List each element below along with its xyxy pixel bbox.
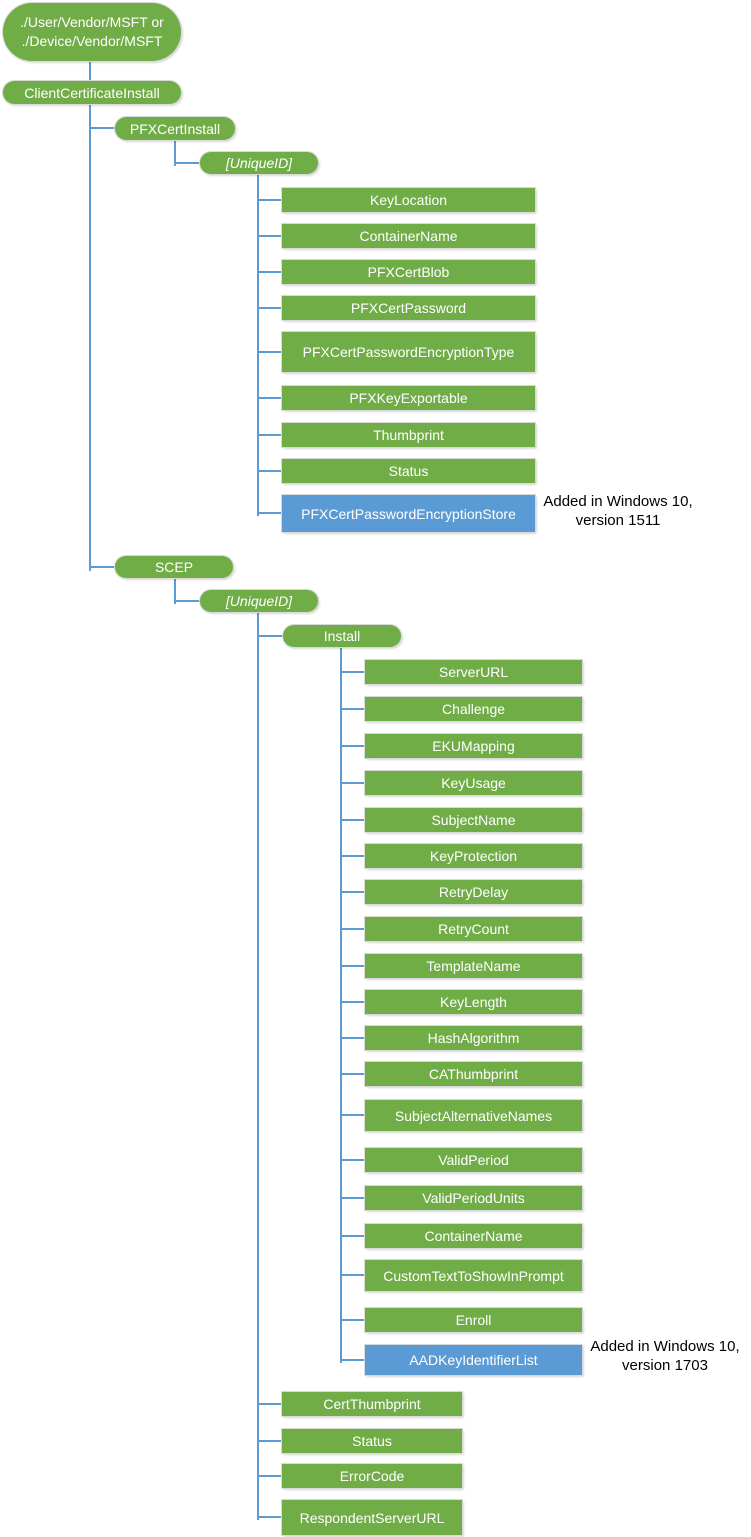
connector-line: [341, 1114, 365, 1116]
connector-line: [341, 782, 365, 784]
connector-line: [341, 671, 365, 673]
connector-line: [341, 965, 365, 967]
node-customtexttoshowinprompt: CustomTextToShowInPrompt: [365, 1260, 582, 1291]
node-keyprotection: KeyProtection: [365, 844, 582, 868]
annotation-windows10-1511: Added in Windows 10, version 1511: [532, 492, 704, 530]
node-label-line: ./User/Vendor/MSFT or: [20, 14, 164, 30]
node-pfxcertblob: PFXCertBlob: [282, 260, 535, 284]
node-subjectalternativenames: SubjectAlternativeNames: [365, 1100, 582, 1131]
node-ekumapping: EKUMapping: [365, 734, 582, 758]
connector-line: [90, 566, 115, 568]
node-retrycount: RetryCount: [365, 917, 582, 941]
connector-line: [341, 891, 365, 893]
node-pfxcertpasswordencryptionstore: PFXCertPasswordEncryptionStore: [282, 495, 535, 532]
connector-line: [89, 61, 91, 83]
connector-line: [258, 307, 282, 309]
node-scep: SCEP: [115, 556, 233, 578]
connector-line: [258, 1475, 282, 1477]
connector-line: [340, 647, 342, 1363]
annotation-line: Added in Windows 10,: [543, 493, 693, 510]
connector-line: [341, 928, 365, 930]
connector-line: [90, 127, 115, 129]
node-pfxcertinstall: PFXCertInstall: [115, 117, 235, 140]
connector-line: [258, 512, 282, 514]
node-aadkeyidentifierlist: AADKeyIdentifierList: [365, 1345, 582, 1375]
node-containername-2: ContainerName: [365, 1224, 582, 1248]
connector-line: [175, 162, 200, 164]
connector-line: [89, 104, 91, 571]
node-retrydelay: RetryDelay: [365, 880, 582, 904]
connector-line: [174, 140, 176, 166]
node-thumbprint: Thumbprint: [282, 423, 535, 447]
connector-line: [341, 1073, 365, 1075]
connector-line: [258, 235, 282, 237]
connector-line: [341, 1235, 365, 1237]
node-serverurl: ServerURL: [365, 660, 582, 684]
connector-line: [341, 1197, 365, 1199]
connector-line: [341, 708, 365, 710]
connector-line: [341, 1037, 365, 1039]
connector-line: [257, 612, 259, 1520]
node-respondentserverurl: RespondentServerURL: [282, 1500, 462, 1535]
node-install: Install: [283, 625, 401, 647]
connector-line: [258, 199, 282, 201]
node-keylocation: KeyLocation: [282, 188, 535, 212]
node-hashalgorithm: HashAlgorithm: [365, 1026, 582, 1050]
node-status-1: Status: [282, 459, 535, 483]
connector-line: [258, 1403, 282, 1405]
connector-line: [257, 174, 259, 516]
node-uniqueid-2: [UniqueID]: [200, 590, 318, 612]
node-label-line: ./Device/Vendor/MSFT: [21, 33, 163, 49]
connector-line: [341, 1274, 365, 1276]
node-pfxkeyexportable: PFXKeyExportable: [282, 386, 535, 410]
connector-line: [341, 1359, 365, 1361]
node-keyusage: KeyUsage: [365, 771, 582, 795]
connector-line: [175, 600, 200, 602]
connector-line: [258, 470, 282, 472]
node-cathumbprint: CAThumbprint: [365, 1062, 582, 1086]
annotation-line: version 1703: [622, 1357, 708, 1374]
connector-line: [341, 819, 365, 821]
node-clientcertificateinstall: ClientCertificateInstall: [3, 81, 181, 104]
annotation-windows10-1703: Added in Windows 10, version 1703: [578, 1337, 751, 1375]
connector-line: [341, 1001, 365, 1003]
connector-line: [258, 1516, 282, 1518]
node-uniqueid-1: [UniqueID]: [200, 152, 318, 174]
connector-line: [341, 855, 365, 857]
node-validperiod: ValidPeriod: [365, 1148, 582, 1172]
node-validperiodunits: ValidPeriodUnits: [365, 1186, 582, 1210]
annotation-line: version 1511: [575, 512, 661, 529]
connector-line: [258, 635, 283, 637]
connector-line: [258, 1440, 282, 1442]
node-enroll: Enroll: [365, 1308, 582, 1332]
node-root-path: ./User/Vendor/MSFT or ./Device/Vendor/MSF…: [3, 3, 181, 61]
annotation-line: Added in Windows 10,: [590, 1338, 740, 1355]
node-challenge: Challenge: [365, 697, 582, 721]
connector-line: [258, 271, 282, 273]
connector-line: [341, 1159, 365, 1161]
node-keylength: KeyLength: [365, 990, 582, 1014]
connector-line: [258, 434, 282, 436]
connector-line: [258, 397, 282, 399]
connector-line: [341, 1319, 365, 1321]
connector-line: [174, 578, 176, 604]
node-pfxcertpassword: PFXCertPassword: [282, 296, 535, 320]
node-pfxcertpasswordencryptiontype: PFXCertPasswordEncryptionType: [282, 332, 535, 372]
connector-line: [258, 351, 282, 353]
node-certthumbprint: CertThumbprint: [282, 1392, 462, 1416]
node-errorcode: ErrorCode: [282, 1464, 462, 1488]
node-containername-1: ContainerName: [282, 224, 535, 248]
node-subjectname: SubjectName: [365, 808, 582, 832]
connector-line: [341, 745, 365, 747]
node-templatename: TemplateName: [365, 954, 582, 978]
node-status-2: Status: [282, 1429, 462, 1453]
